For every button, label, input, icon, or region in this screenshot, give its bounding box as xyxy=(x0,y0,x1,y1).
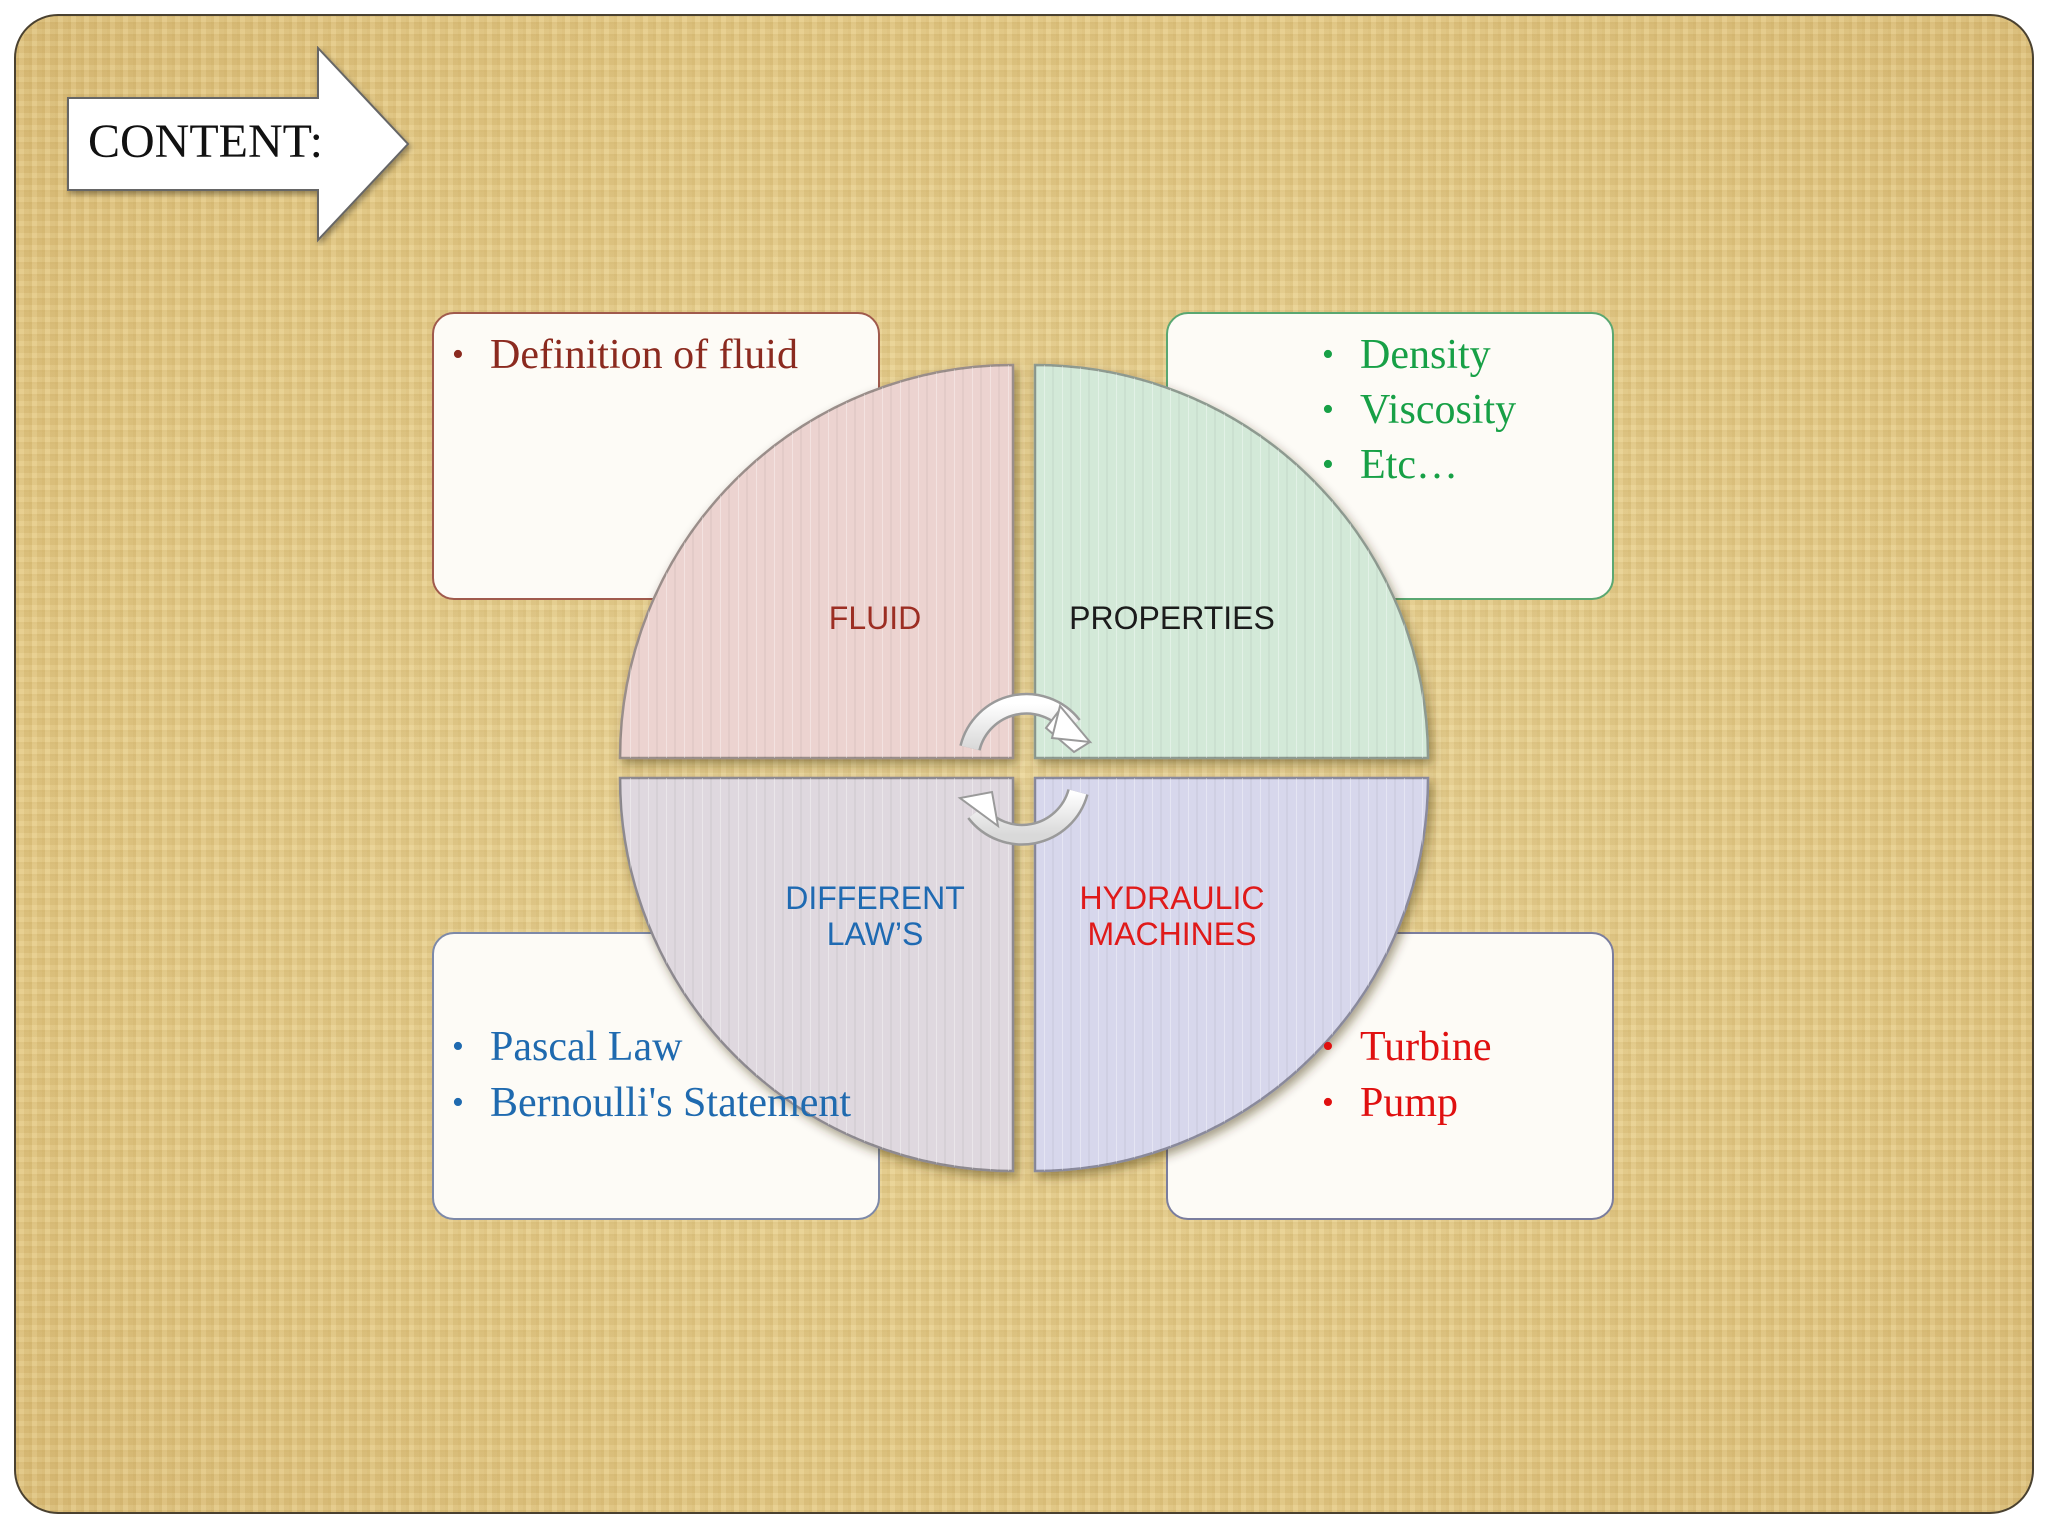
slide-title: CONTENT: xyxy=(88,115,323,168)
machines-label-line-2: MACHINES xyxy=(1087,916,1257,952)
bullet-item: Density xyxy=(1322,332,1622,378)
laws-label-line-1: DIFFERENT xyxy=(785,880,965,916)
bullet-item: Definition of fluid xyxy=(452,332,852,378)
machines-quadrant xyxy=(1033,776,1430,1173)
bullet-item: Etc… xyxy=(1322,442,1622,488)
slide-background: CONTENT: xyxy=(14,14,2034,1514)
properties-bullet-list: Density Viscosity Etc… xyxy=(1322,332,1622,497)
properties-quadrant xyxy=(1033,363,1430,760)
machines-label-line-1: HYDRAULIC xyxy=(1079,880,1265,916)
machines-bullet-list: Turbine Pump xyxy=(1322,1024,1622,1136)
bullet-item: Bernoulli's Statement xyxy=(452,1080,872,1126)
properties-label: PROPERTIES xyxy=(1069,600,1275,636)
laws-label-line-2: LAW’S xyxy=(826,916,924,952)
fluid-quadrant xyxy=(618,363,1015,760)
machines-label: HYDRAULIC MACHINES xyxy=(1032,880,1312,952)
fluid-label: FLUID xyxy=(828,600,922,636)
bullet-item: Viscosity xyxy=(1322,387,1622,433)
bullet-item: Pump xyxy=(1322,1080,1622,1126)
bullet-item: Pascal Law xyxy=(452,1024,872,1070)
laws-label: DIFFERENT LAW’S xyxy=(735,880,1015,952)
laws-quadrant xyxy=(618,776,1015,1173)
laws-bullet-list: Pascal Law Bernoulli's Statement xyxy=(452,1024,872,1136)
title-arrow-shape xyxy=(67,46,410,243)
fluid-bullet-list: Definition of fluid xyxy=(452,332,852,388)
bullet-item: Turbine xyxy=(1322,1024,1622,1070)
